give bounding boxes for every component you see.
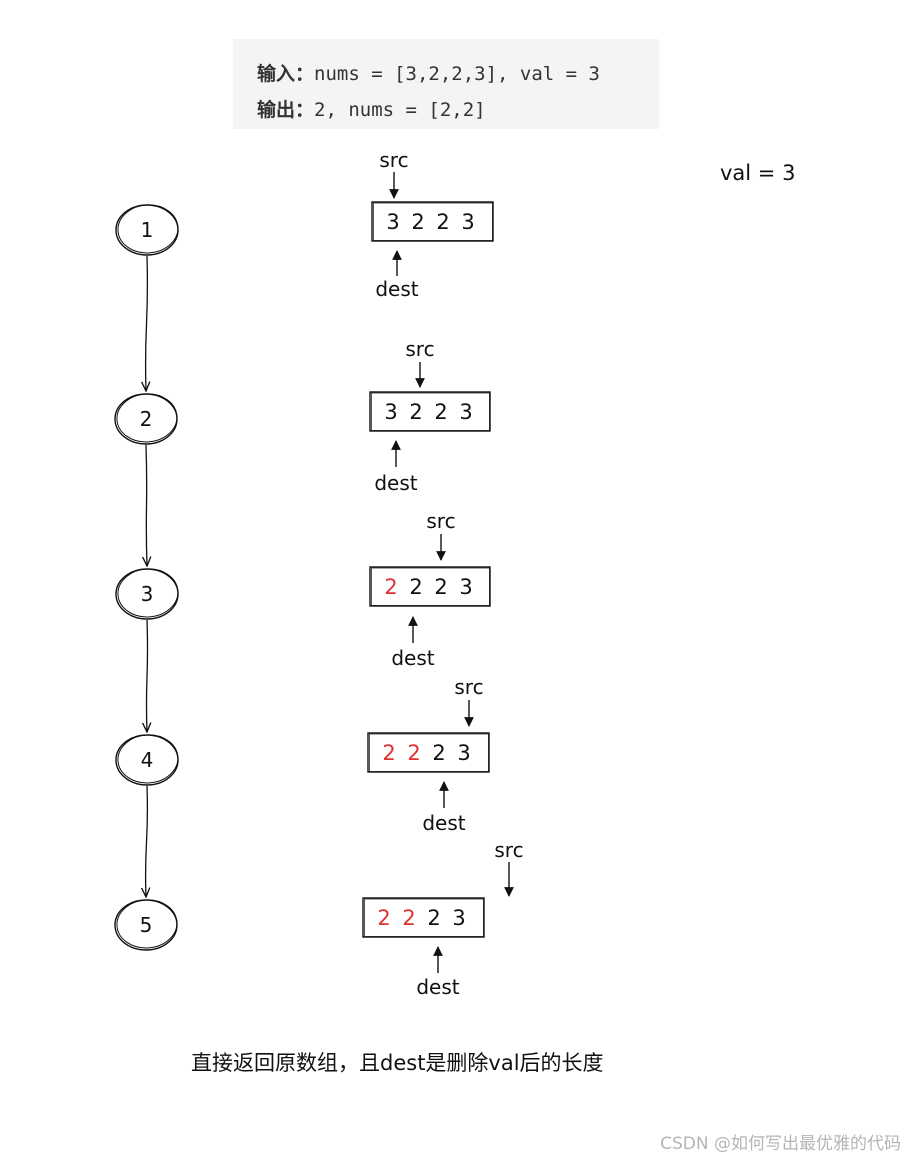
array-cell: 2 [434,400,447,424]
array-box-sketch-line [371,392,490,431]
step-node-sketch-line [117,734,179,784]
array-cell: 3 [459,400,472,424]
array-box [367,732,490,773]
src-label: src [426,509,455,533]
watermark: CSDN @如何写出最优雅的代码 [660,1134,901,1154]
flow-arrow [146,255,148,391]
array-cell: 2 [411,210,424,234]
array-cell: 2 [409,575,422,599]
array-cell: 2 [402,906,415,930]
array-box-sketch-line [371,567,490,606]
step-node-sketch-line [116,393,178,443]
step-node-sketch-line [117,204,179,254]
input-text: nums = [3,2,2,3], val = 3 [314,63,600,85]
step-node-label: 2 [140,407,153,431]
array-cell: 3 [384,400,397,424]
array-box [369,566,491,607]
flow-arrow [146,444,147,566]
array-cell: 3 [457,741,470,765]
output-text: 2, nums = [2,2] [314,99,486,121]
array-cell: 2 [436,210,449,234]
array-box [362,897,485,938]
step-node-label: 4 [141,748,154,772]
array-cell: 2 [382,741,395,765]
step-node-sketch-line [117,568,179,618]
array-cell: 2 [384,575,397,599]
array-cell: 3 [452,906,465,930]
src-label: src [494,838,523,862]
dest-label: dest [416,975,459,999]
step-node-sketch-line [116,899,178,949]
array-cell: 2 [432,741,445,765]
array-box-sketch-line [373,202,493,241]
src-label: src [454,675,483,699]
array-box-sketch-line [364,898,484,937]
dest-label: dest [375,277,418,301]
array-box [369,391,491,432]
dest-label: dest [374,471,417,495]
flow-arrow [146,619,147,732]
step-node-label: 5 [140,913,153,937]
val-label: val = 3 [720,161,796,185]
array-box [371,201,494,242]
example-input-line: 输入：nums = [3,2,2,3], val = 3 [257,59,600,86]
array-cell: 2 [377,906,390,930]
src-label: src [379,148,408,172]
array-box-sketch-line [369,733,489,772]
flow-arrow [146,785,148,897]
dest-label: dest [391,646,434,670]
example-code-box: 输入：nums = [3,2,2,3], val = 3 输出：2, nums … [233,39,659,129]
example-output-line: 输出：2, nums = [2,2] [257,95,486,122]
step-node-label: 1 [141,218,154,242]
array-cell: 3 [461,210,474,234]
array-cell: 2 [427,906,440,930]
array-cell: 2 [407,741,420,765]
array-cell: 2 [409,400,422,424]
flow-layer [146,255,148,897]
step-node-label: 3 [141,582,154,606]
src-label: src [405,337,434,361]
conclusion-note: 直接返回原数组，且dest是删除val后的长度 [191,1051,604,1075]
input-label: 输入： [257,63,315,85]
output-label: 输出： [257,99,315,121]
array-cell: 3 [459,575,472,599]
dest-label: dest [422,811,465,835]
array-cell: 2 [434,575,447,599]
array-cell: 3 [386,210,399,234]
